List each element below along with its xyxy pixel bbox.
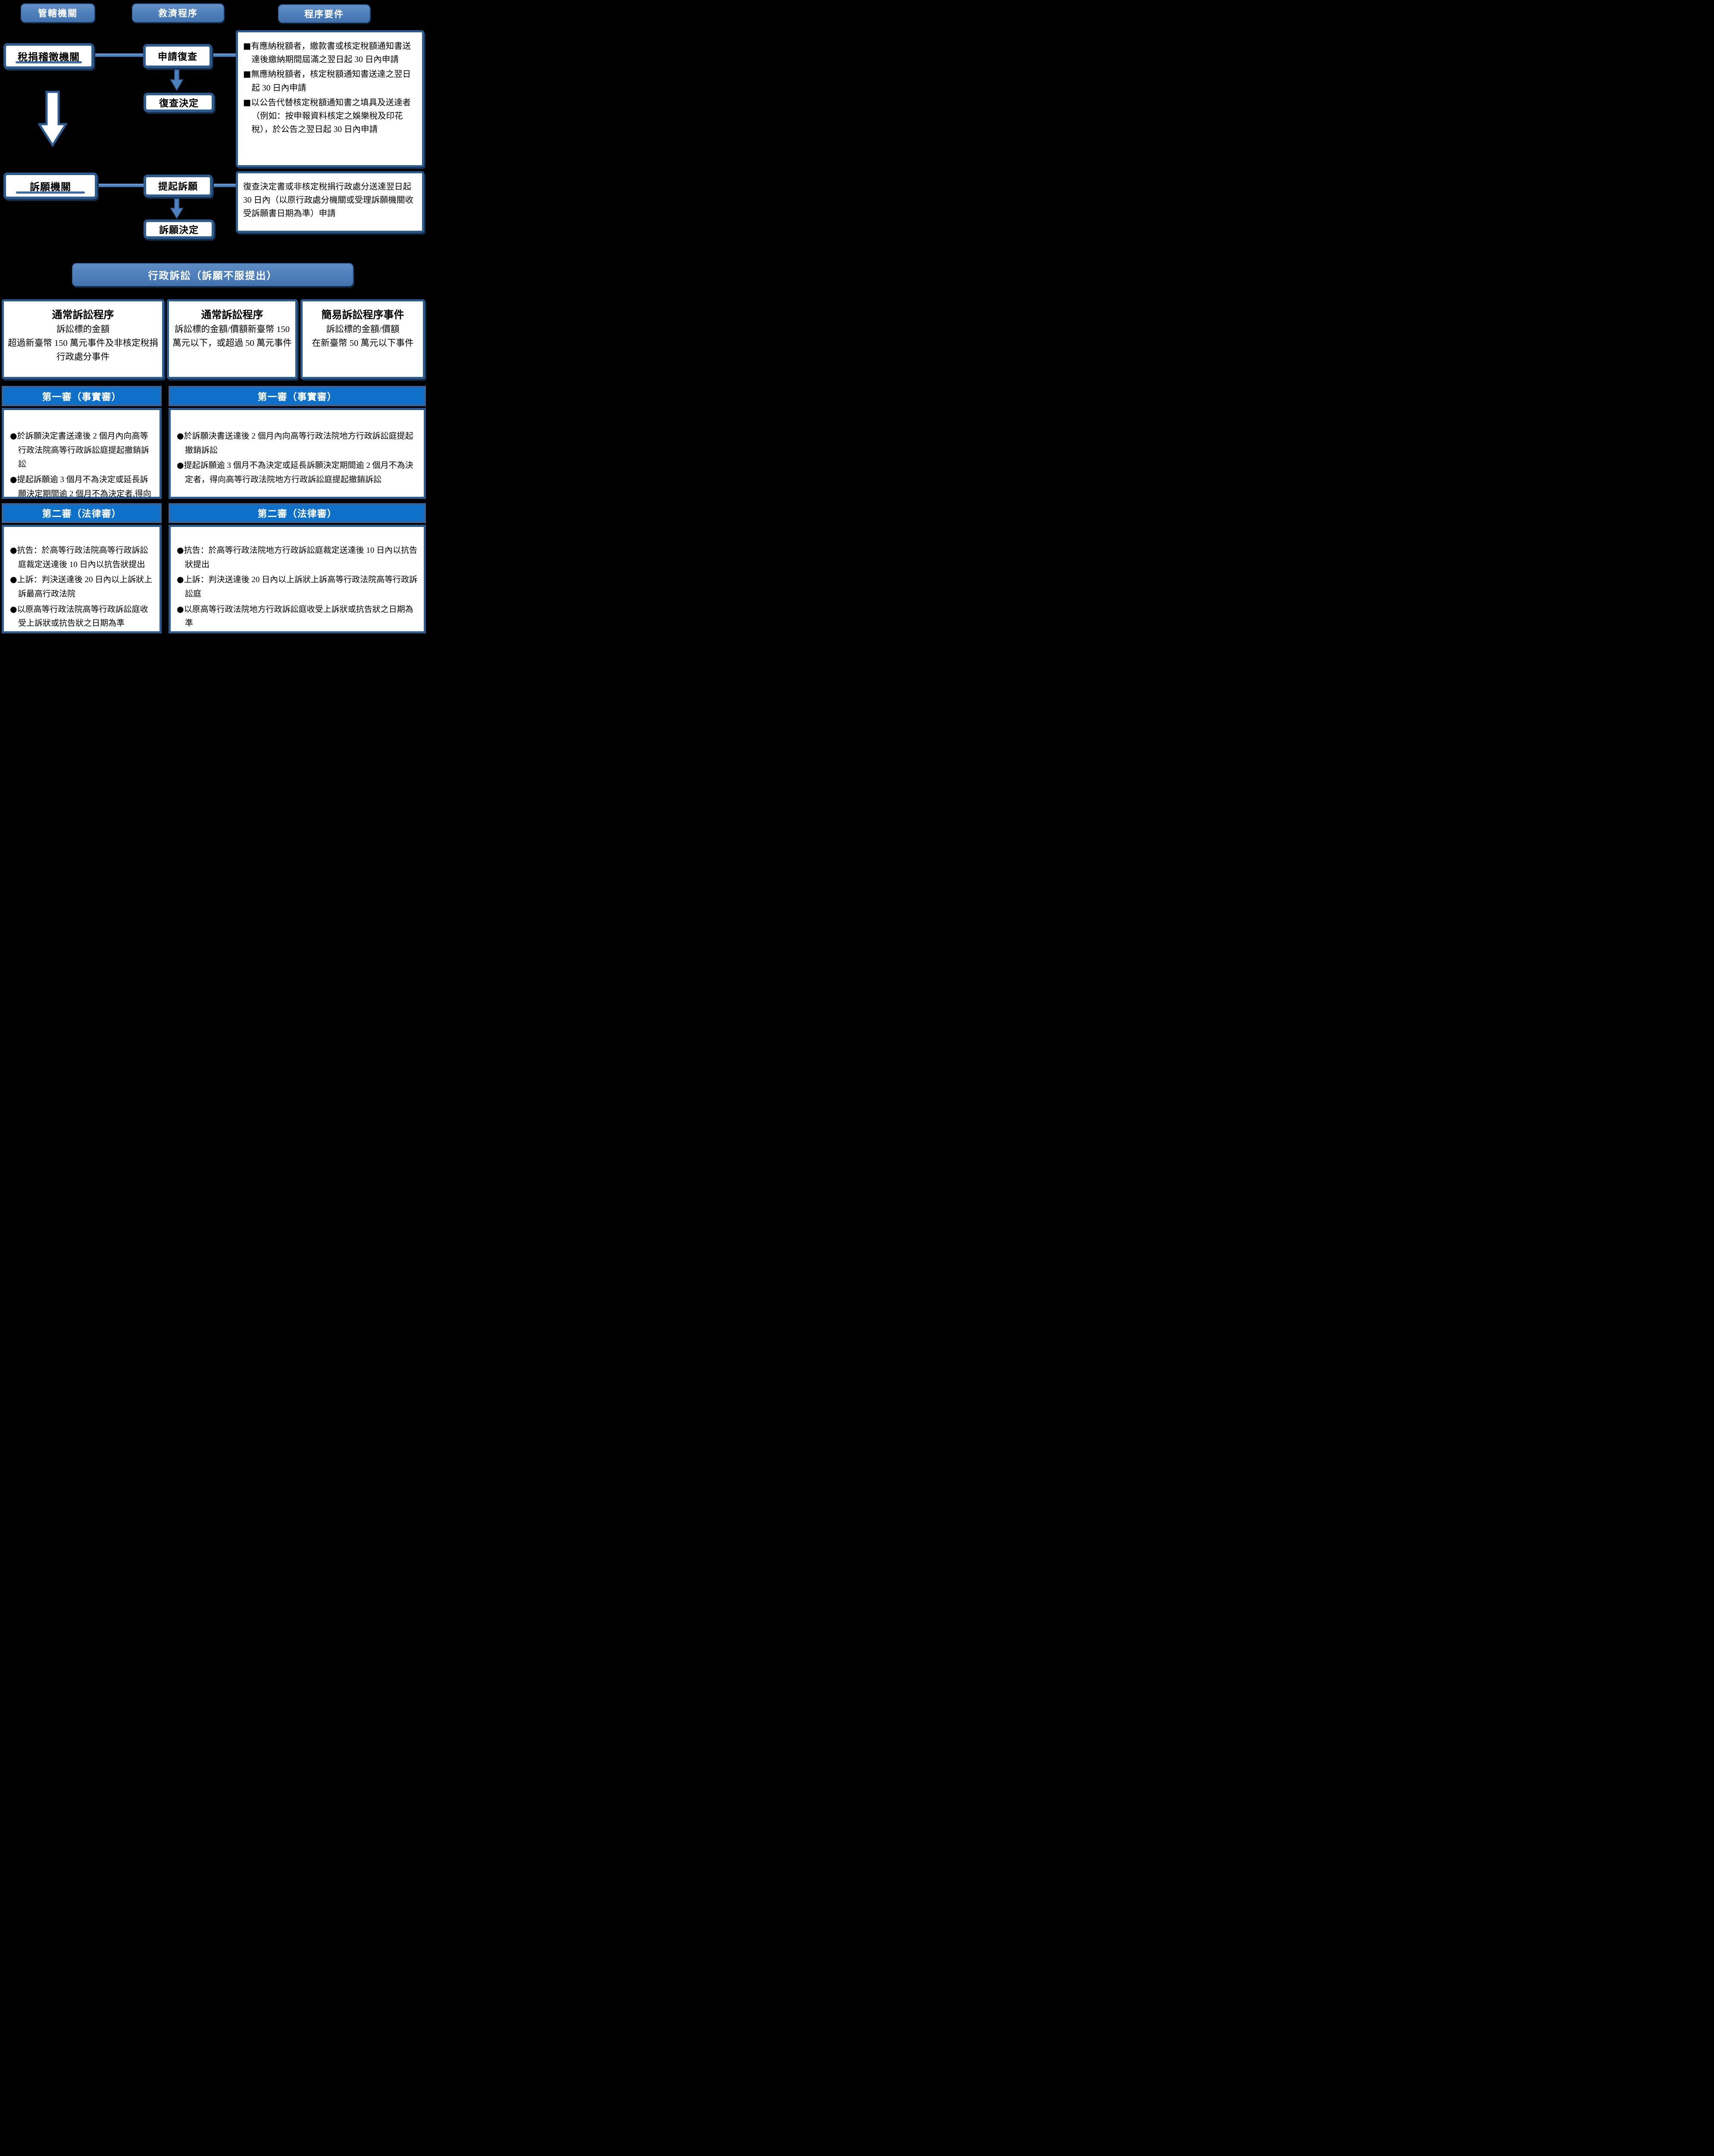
left-second-instance-item: ●抗告：於高等行政法院高等行政訴訟庭裁定送達後 10 日內以抗告狀提出: [10, 545, 148, 569]
circle-bullet-icon: ●: [177, 461, 184, 470]
connector-line: [211, 53, 236, 57]
procedure-box-simplified: 簡易訴訟程序事件 訴訟標的金額/價額 在新臺幣 50 萬元以下事件: [300, 299, 425, 379]
left-first-instance-body: ●於訴願決定書送達後 2 個月內向高等行政法院高等行政訴訟庭提起撤銷訴訟 ●提起…: [2, 408, 162, 526]
procedure-box-ordinary-district: 通常訴訟程序 訴訟標的金額/價額新臺幣 150 萬元以下，或超過 50 萬元事件: [167, 299, 297, 379]
procedure-box-line: 超過新臺幣 150 萬元事件及非核定稅捐行政處分事件: [8, 338, 158, 362]
down-arrow-icon: [170, 69, 183, 91]
lane-header-authority-label: 管轄機關: [38, 8, 78, 19]
recheck-requirement-item: ■有應納稅額者，繳款書或核定稅額通知書送達後繳納期間屆滿之翌日起 30 日內申請: [243, 41, 411, 65]
circle-bullet-icon: ●: [10, 604, 17, 614]
left-first-instance-item: ●於訴願決定書送達後 2 個月內向高等行政法院高等行政訴訟庭提起撤銷訴訟: [10, 431, 150, 469]
underline-accent: [16, 191, 85, 194]
circle-bullet-icon: ●: [177, 431, 184, 441]
procedure-box-title: 通常訴訟程序: [52, 310, 114, 321]
procedure-box-title: 通常訴訟程序: [201, 310, 263, 321]
right-first-instance-item: ●提起訴願逾 3 個月不為決定或延長訴願決定期間逾 2 個月不為決定者，得向高等…: [177, 461, 413, 485]
recheck-requirement-item: ■無應納稅額者，核定稅額通知書送達之翌日起 30 日內申請: [243, 69, 411, 93]
right-first-instance-body: ●於訴願決書送達後 2 個月內向高等行政法院地方行政訴訟庭提起撤銷訴訟 ●提起訴…: [169, 408, 426, 499]
node-appeal-decision: 訴願決定: [144, 219, 214, 239]
node-appeal-decision-label: 訴願決定: [159, 224, 199, 235]
down-arrow-icon: [170, 198, 183, 219]
procedure-box-title: 簡易訴訟程序事件: [321, 310, 404, 321]
node-file-appeal: 提起訴願: [144, 175, 213, 197]
connector-line: [212, 184, 236, 187]
tax-appeal-flowchart: 管轄機關 救濟程序 程序要件 稅捐稽徵機關 申請復查 ■有應納稅額者，繳款書或核…: [0, 0, 428, 636]
right-second-instance-item: ●上訴：判決送達後 20 日內以上訴狀上訴高等行政法院高等行政訴訟庭: [177, 575, 418, 599]
node-recheck-decision: 復查決定: [144, 93, 214, 112]
right-first-instance-header: 第一審（事實審）: [169, 386, 426, 406]
recheck-requirements-box: ■有應納稅額者，繳款書或核定稅額通知書送達後繳納期間屆滿之翌日起 30 日內申請…: [236, 30, 424, 167]
appeal-requirement-text: 復查決定書或非核定稅捐行政處分送達翌日起 30 日內（以原行政處分機關或受理訴願…: [243, 182, 413, 219]
node-apply-recheck-label: 申請復查: [157, 51, 197, 62]
circle-bullet-icon: ●: [177, 575, 184, 585]
left-second-instance-header: 第二審（法律審）: [2, 503, 162, 523]
procedure-box-ordinary-high: 通常訴訟程序 訴訟標的金額 超過新臺幣 150 萬元事件及非核定稅捐行政處分事件: [2, 299, 164, 379]
right-second-instance-item: ●抗告：於高等行政法院地方行政訴訟庭裁定送達後 10 日內以抗告狀提出: [177, 545, 418, 569]
square-bullet-icon: ■: [243, 97, 251, 107]
connector-line: [97, 184, 144, 187]
administrative-litigation-banner-label: 行政訴訟（訴願不服提出）: [148, 270, 278, 281]
procedure-box-line: 訴訟標的金額/價額新臺幣 150 萬元以下，或超過 50 萬元事件: [172, 325, 292, 348]
node-appeal-agency-label: 訴願機關: [30, 182, 71, 192]
square-bullet-icon: ■: [243, 69, 251, 79]
lane-header-requirements: 程序要件: [278, 4, 370, 23]
right-second-instance-item: ●以原高等行政法院地方行政訴訟庭收受上訴狀或抗告狀之日期為準: [177, 604, 413, 628]
node-tax-collection-agency: 稅捐稽徵機關: [3, 43, 94, 69]
node-file-appeal-label: 提起訴願: [158, 181, 198, 192]
circle-bullet-icon: ●: [177, 545, 184, 555]
lane-header-authority: 管轄機關: [21, 3, 95, 22]
node-recheck-decision-label: 復查決定: [159, 97, 199, 109]
procedure-box-line: 訴訟標的金額/價額: [326, 325, 400, 334]
square-bullet-icon: ■: [243, 41, 251, 51]
circle-bullet-icon: ●: [10, 431, 17, 441]
circle-bullet-icon: ●: [10, 575, 17, 585]
node-appeal-agency: 訴願機關: [3, 172, 97, 199]
big-down-arrow-icon: [38, 91, 67, 147]
node-apply-recheck: 申請復查: [143, 44, 212, 68]
procedure-box-line: 在新臺幣 50 萬元以下事件: [312, 338, 414, 348]
lane-header-requirements-label: 程序要件: [304, 9, 344, 19]
recheck-requirement-item: ■以公告代替核定稅額通知書之填具及送達者（例如：按申報資料核定之娛樂稅及印花稅）…: [243, 97, 411, 135]
circle-bullet-icon: ●: [10, 545, 17, 555]
appeal-requirements-box: 復查決定書或非核定稅捐行政處分送達翌日起 30 日內（以原行政處分機關或受理訴願…: [236, 171, 424, 233]
circle-bullet-icon: ●: [10, 475, 17, 485]
administrative-litigation-banner: 行政訴訟（訴願不服提出）: [72, 263, 353, 286]
underline-accent: [15, 61, 82, 63]
right-second-instance-header: 第二審（法律審）: [169, 503, 426, 523]
right-second-instance-header-label: 第二審（法律審）: [257, 508, 337, 519]
left-second-instance-item: ●上訴：判決送達後 20 日內以上訴狀上訴最高行政法院: [10, 575, 153, 599]
connector-line: [93, 53, 144, 57]
lane-header-remedy-label: 救濟程序: [158, 8, 198, 19]
circle-bullet-icon: ●: [177, 604, 184, 614]
left-first-instance-header-label: 第一審（事實審）: [42, 391, 122, 402]
lane-header-remedy: 救濟程序: [132, 3, 224, 22]
left-first-instance-header: 第一審（事實審）: [2, 386, 162, 406]
left-second-instance-item: ●以原高等行政法院高等行政訴訟庭收受上訴狀或抗告狀之日期為準: [10, 604, 148, 628]
right-first-instance-item: ●於訴願決書送達後 2 個月內向高等行政法院地方行政訴訟庭提起撤銷訴訟: [177, 431, 413, 455]
procedure-box-line: 訴訟標的金額: [56, 325, 109, 334]
node-tax-collection-agency-label: 稅捐稽徵機關: [18, 52, 80, 63]
right-first-instance-header-label: 第一審（事實審）: [257, 391, 337, 402]
left-second-instance-header-label: 第二審（法律審）: [42, 508, 122, 519]
right-second-instance-body: ●抗告：於高等行政法院地方行政訴訟庭裁定送達後 10 日內以抗告狀提出 ●上訴：…: [169, 525, 426, 633]
left-second-instance-body: ●抗告：於高等行政法院高等行政訴訟庭裁定送達後 10 日內以抗告狀提出 ●上訴：…: [2, 525, 162, 633]
